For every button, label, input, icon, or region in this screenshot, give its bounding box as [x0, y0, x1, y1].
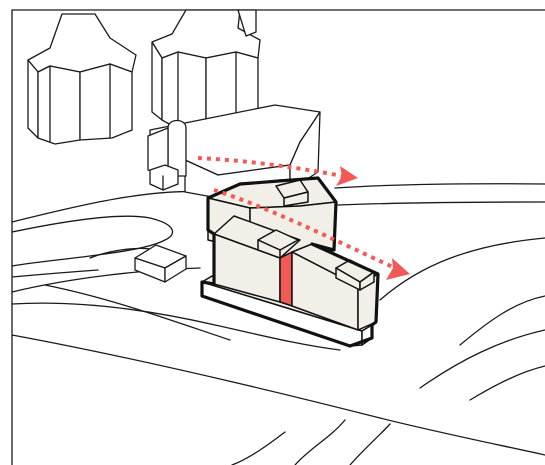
- terrain-lines: [11, 183, 545, 465]
- proposed-building: [200, 176, 380, 348]
- proposed-outline: [200, 176, 380, 348]
- volume-front-left: [213, 215, 301, 303]
- frame-border: [11, 9, 545, 465]
- volume-front-right: [291, 243, 379, 331]
- small-shed: [134, 244, 187, 283]
- low-building-back: [147, 104, 321, 199]
- tower-middle: [151, 9, 261, 131]
- red-gap-strip: [279, 251, 293, 307]
- view-arrow-lower: [213, 188, 410, 280]
- tower-left: [27, 13, 137, 145]
- view-arrow-upper: [197, 156, 358, 186]
